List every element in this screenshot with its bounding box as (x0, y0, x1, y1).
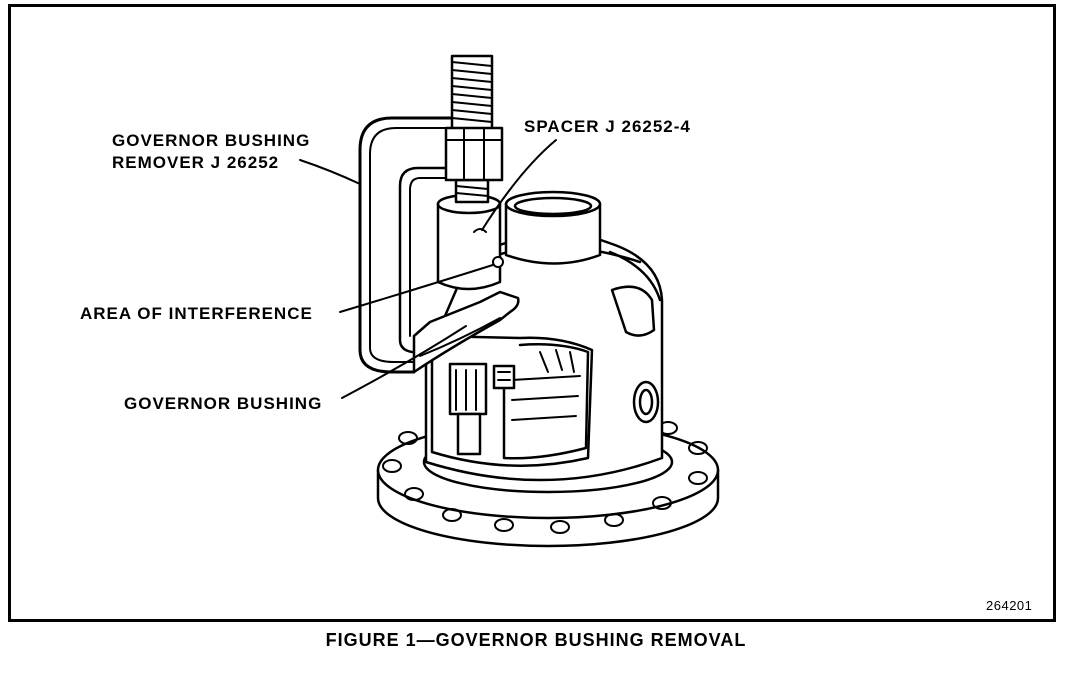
figure-frame (8, 4, 1056, 622)
leader-remover (299, 159, 361, 185)
leader-interference (339, 263, 497, 313)
governor-bushing (448, 362, 516, 456)
remover-tool-label-line2: REMOVER J 26252 (112, 153, 280, 172)
flange-bolt-holes (382, 421, 708, 534)
leader-bushing (341, 325, 467, 399)
governor-bushing-label: GOVERNOR BUSHING (124, 394, 323, 413)
remover-tool-label-line1: GOVERNOR BUSHING (112, 131, 311, 150)
leader-spacer (481, 139, 557, 231)
spacer (436, 193, 502, 291)
figure-caption: FIGURE 1—GOVERNOR BUSHING REMOVAL (325, 630, 747, 650)
interference-label: AREA OF INTERFERENCE (80, 304, 313, 323)
threaded-rod (450, 54, 494, 204)
forcing-nut (444, 126, 504, 182)
figure-code: 264201 (986, 598, 1033, 613)
spacer-label: SPACER J 26252-4 (524, 117, 691, 136)
remover-tool-frame (358, 116, 520, 374)
leader-lines (299, 139, 557, 399)
case-hub (504, 190, 602, 265)
